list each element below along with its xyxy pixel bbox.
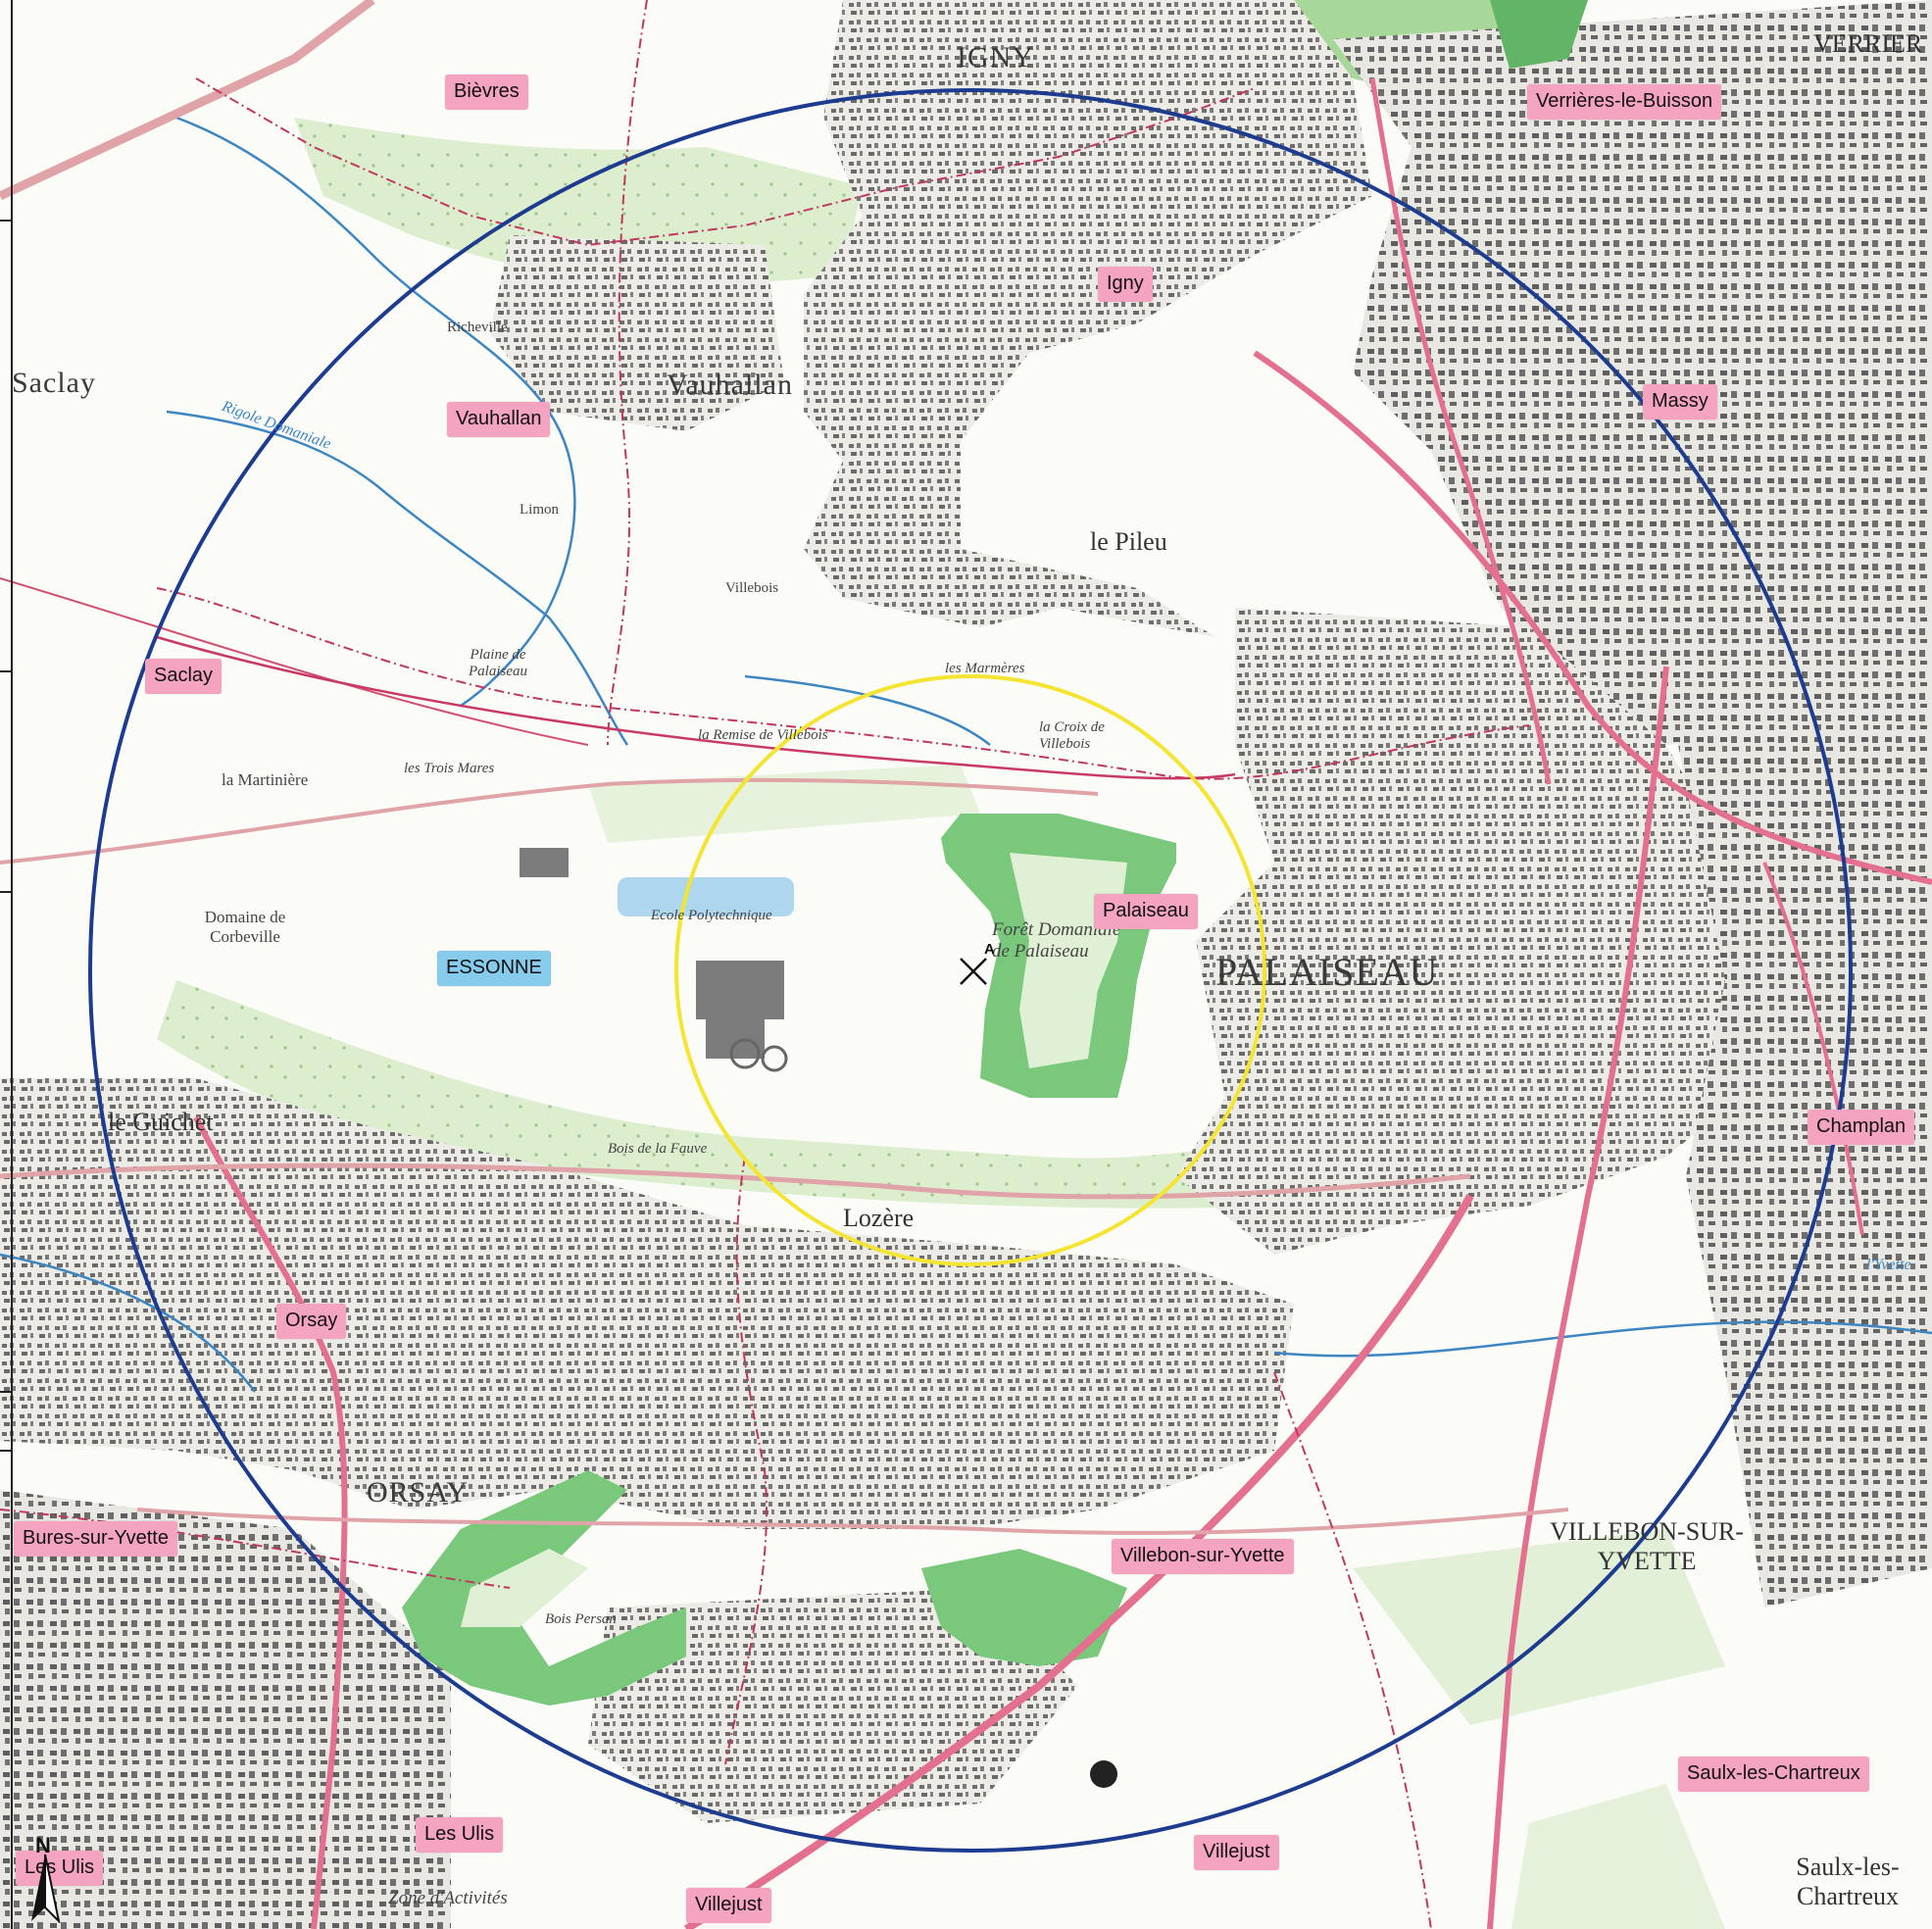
map-text-saclay: Saclay: [12, 367, 96, 399]
map-text-bois-persan: Bois Persan: [545, 1611, 617, 1627]
map-text-martiniere: la Martinière: [222, 770, 309, 789]
map-text-villebon: VILLEBON-SUR-YVETTE: [1550, 1517, 1744, 1575]
map-text-bois-fauve: Bois de la Fauve: [608, 1141, 708, 1157]
map-text-limon: Limon: [520, 502, 559, 518]
commune-label-bures-sur-yvette[interactable]: Bures-sur-Yvette: [14, 1521, 177, 1557]
map-text-saulx: Saulx-les-Chartreux: [1796, 1853, 1900, 1910]
commune-label-villebon-sur-yvette[interactable]: Villebon-sur-Yvette: [1112, 1539, 1294, 1574]
map-frame: [0, 0, 13, 1929]
department-label-essonne[interactable]: ESSONNE: [437, 951, 551, 986]
map-text-corbeville: Domaine de Corbeville: [204, 908, 286, 946]
water-basin: [618, 877, 794, 916]
campus-buildings: [520, 848, 1117, 1788]
map-text-trois-mares: les Trois Mares: [404, 761, 495, 776]
map-text-igny: IGNY: [957, 41, 1034, 74]
forest-areas: [402, 0, 1588, 1706]
commune-label-les-ulis-secondary[interactable]: Les Ulis: [16, 1851, 104, 1886]
map-text-guichet: le Guichet: [108, 1108, 214, 1136]
map-text-marmeres: les Marmères: [945, 661, 1025, 676]
map-text-plaine-palaiseau: Plaine de Palaiseau: [469, 647, 527, 679]
map-text-villebois: Villebois: [725, 580, 779, 596]
commune-label-igny[interactable]: Igny: [1098, 267, 1153, 302]
commune-label-saclay[interactable]: Saclay: [145, 659, 223, 694]
map-text-zone-activites: Zone d'Activités: [388, 1888, 508, 1908]
map-text-remise: la Remise de Villebois: [698, 727, 828, 743]
outer-radius-circle: [88, 88, 1853, 1853]
commune-label-orsay[interactable]: Orsay: [276, 1304, 347, 1339]
map-text-orsay: ORSAY: [367, 1476, 469, 1509]
commune-label-champlan[interactable]: Champlan: [1808, 1110, 1915, 1145]
map-text-lozere: Lozère: [843, 1204, 915, 1232]
inner-radius-circle: [674, 674, 1266, 1266]
map-text-pileu: le Pileu: [1090, 527, 1167, 556]
center-point-marker[interactable]: [960, 958, 987, 985]
map-text-verrieres: VERRIER: [1813, 29, 1923, 58]
commune-label-villejust[interactable]: Villejust: [1194, 1835, 1279, 1870]
commune-boundaries: [0, 0, 1530, 1929]
commune-label-villejust-secondary[interactable]: Villejust: [686, 1888, 771, 1923]
commune-label-les-ulis[interactable]: Les Ulis: [416, 1817, 504, 1853]
commune-label-palaiseau[interactable]: Palaiseau: [1094, 894, 1198, 929]
north-arrow-letter: N: [35, 1833, 51, 1857]
commune-label-massy[interactable]: Massy: [1643, 384, 1717, 420]
commune-label-saulx-les-chartreux[interactable]: Saulx-les-Chartreux: [1678, 1756, 1869, 1792]
commune-label-bievres[interactable]: Bièvres: [445, 74, 528, 110]
map-text-yvette: l'Yvette: [1866, 1257, 1911, 1273]
commune-label-vauhallan[interactable]: Vauhallan: [447, 402, 551, 437]
map-text-polytechnique: Ecole Polytechnique: [651, 908, 772, 923]
center-point-letter: A: [984, 941, 995, 958]
commune-label-verrieres-le-buisson[interactable]: Verrières-le-Buisson: [1527, 84, 1722, 120]
map-text-foret-domaniale: Forêt Domaniale de Palaiseau: [992, 919, 1121, 962]
map-text-richeville: Richeville: [447, 320, 508, 335]
map-text-palaiseau: PALAISEAU: [1215, 950, 1439, 994]
map-text-vauhallan: Vauhallan: [667, 369, 793, 401]
map-text-croix: la Croix de Villebois: [1039, 719, 1105, 752]
north-arrow-icon: [31, 1854, 61, 1923]
